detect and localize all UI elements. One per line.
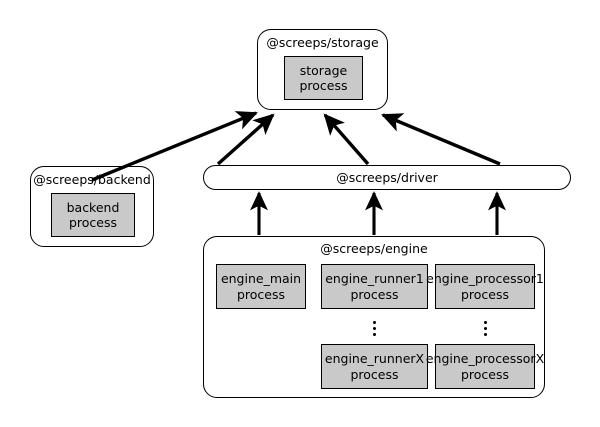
process-backend-suffix: process xyxy=(68,215,118,230)
package-driver[interactable]: @screeps/driver xyxy=(203,165,571,190)
process-engine-runner1-suffix: process xyxy=(350,286,399,302)
process-engine-runnerX-suffix: process xyxy=(350,366,399,382)
process-engine-processorX-suffix: process xyxy=(460,366,510,382)
process-backend[interactable]: backend process xyxy=(51,193,135,237)
vertical-dots-processor xyxy=(478,317,492,339)
vertical-dots-runner xyxy=(367,317,381,339)
dot-icon xyxy=(483,326,487,330)
dot-icon xyxy=(372,326,376,330)
dot-icon xyxy=(372,320,376,324)
process-storage-suffix: process xyxy=(299,78,348,93)
process-storage[interactable]: storage process xyxy=(284,56,363,100)
dot-icon xyxy=(372,332,376,336)
dot-icon xyxy=(483,332,487,336)
package-driver-label: @screeps/driver xyxy=(336,170,438,185)
arrow-driver-to-storage-middle xyxy=(323,113,370,166)
process-engine-processor1-suffix: process xyxy=(460,286,510,302)
process-storage-name: storage xyxy=(299,62,348,78)
arrow-driver-to-storage-left xyxy=(216,113,275,166)
process-engine-processorX-name: engine_processorX xyxy=(425,351,545,367)
package-engine[interactable]: @screeps/engine engine_main process engi… xyxy=(203,236,545,398)
package-backend-label: @screeps/backend xyxy=(33,172,151,187)
process-engine-main-suffix: process xyxy=(236,286,286,302)
process-engine-runner1[interactable]: engine_runner1 process xyxy=(321,264,428,309)
package-storage[interactable]: @screeps/storage storage process xyxy=(257,29,388,110)
process-engine-processorX[interactable]: engine_processorX process xyxy=(426,344,544,389)
package-backend[interactable]: @screeps/backend backend process xyxy=(30,166,154,247)
process-engine-runnerX[interactable]: engine_runnerX process xyxy=(321,344,428,389)
process-engine-runner1-name: engine_runner1 xyxy=(325,271,424,287)
arrow-driver-to-storage-right xyxy=(381,113,501,166)
package-storage-label: @screeps/storage xyxy=(266,35,379,50)
process-engine-main[interactable]: engine_main process xyxy=(216,264,306,309)
process-engine-main-name: engine_main xyxy=(220,271,302,287)
process-engine-runnerX-name: engine_runnerX xyxy=(324,351,425,367)
process-engine-processor1-name: engine_processor1 xyxy=(426,271,544,287)
process-backend-name: backend xyxy=(66,199,120,215)
process-engine-processor1[interactable]: engine_processor1 process xyxy=(426,264,544,309)
dot-icon xyxy=(483,320,487,324)
package-engine-label: @screeps/engine xyxy=(320,241,428,256)
